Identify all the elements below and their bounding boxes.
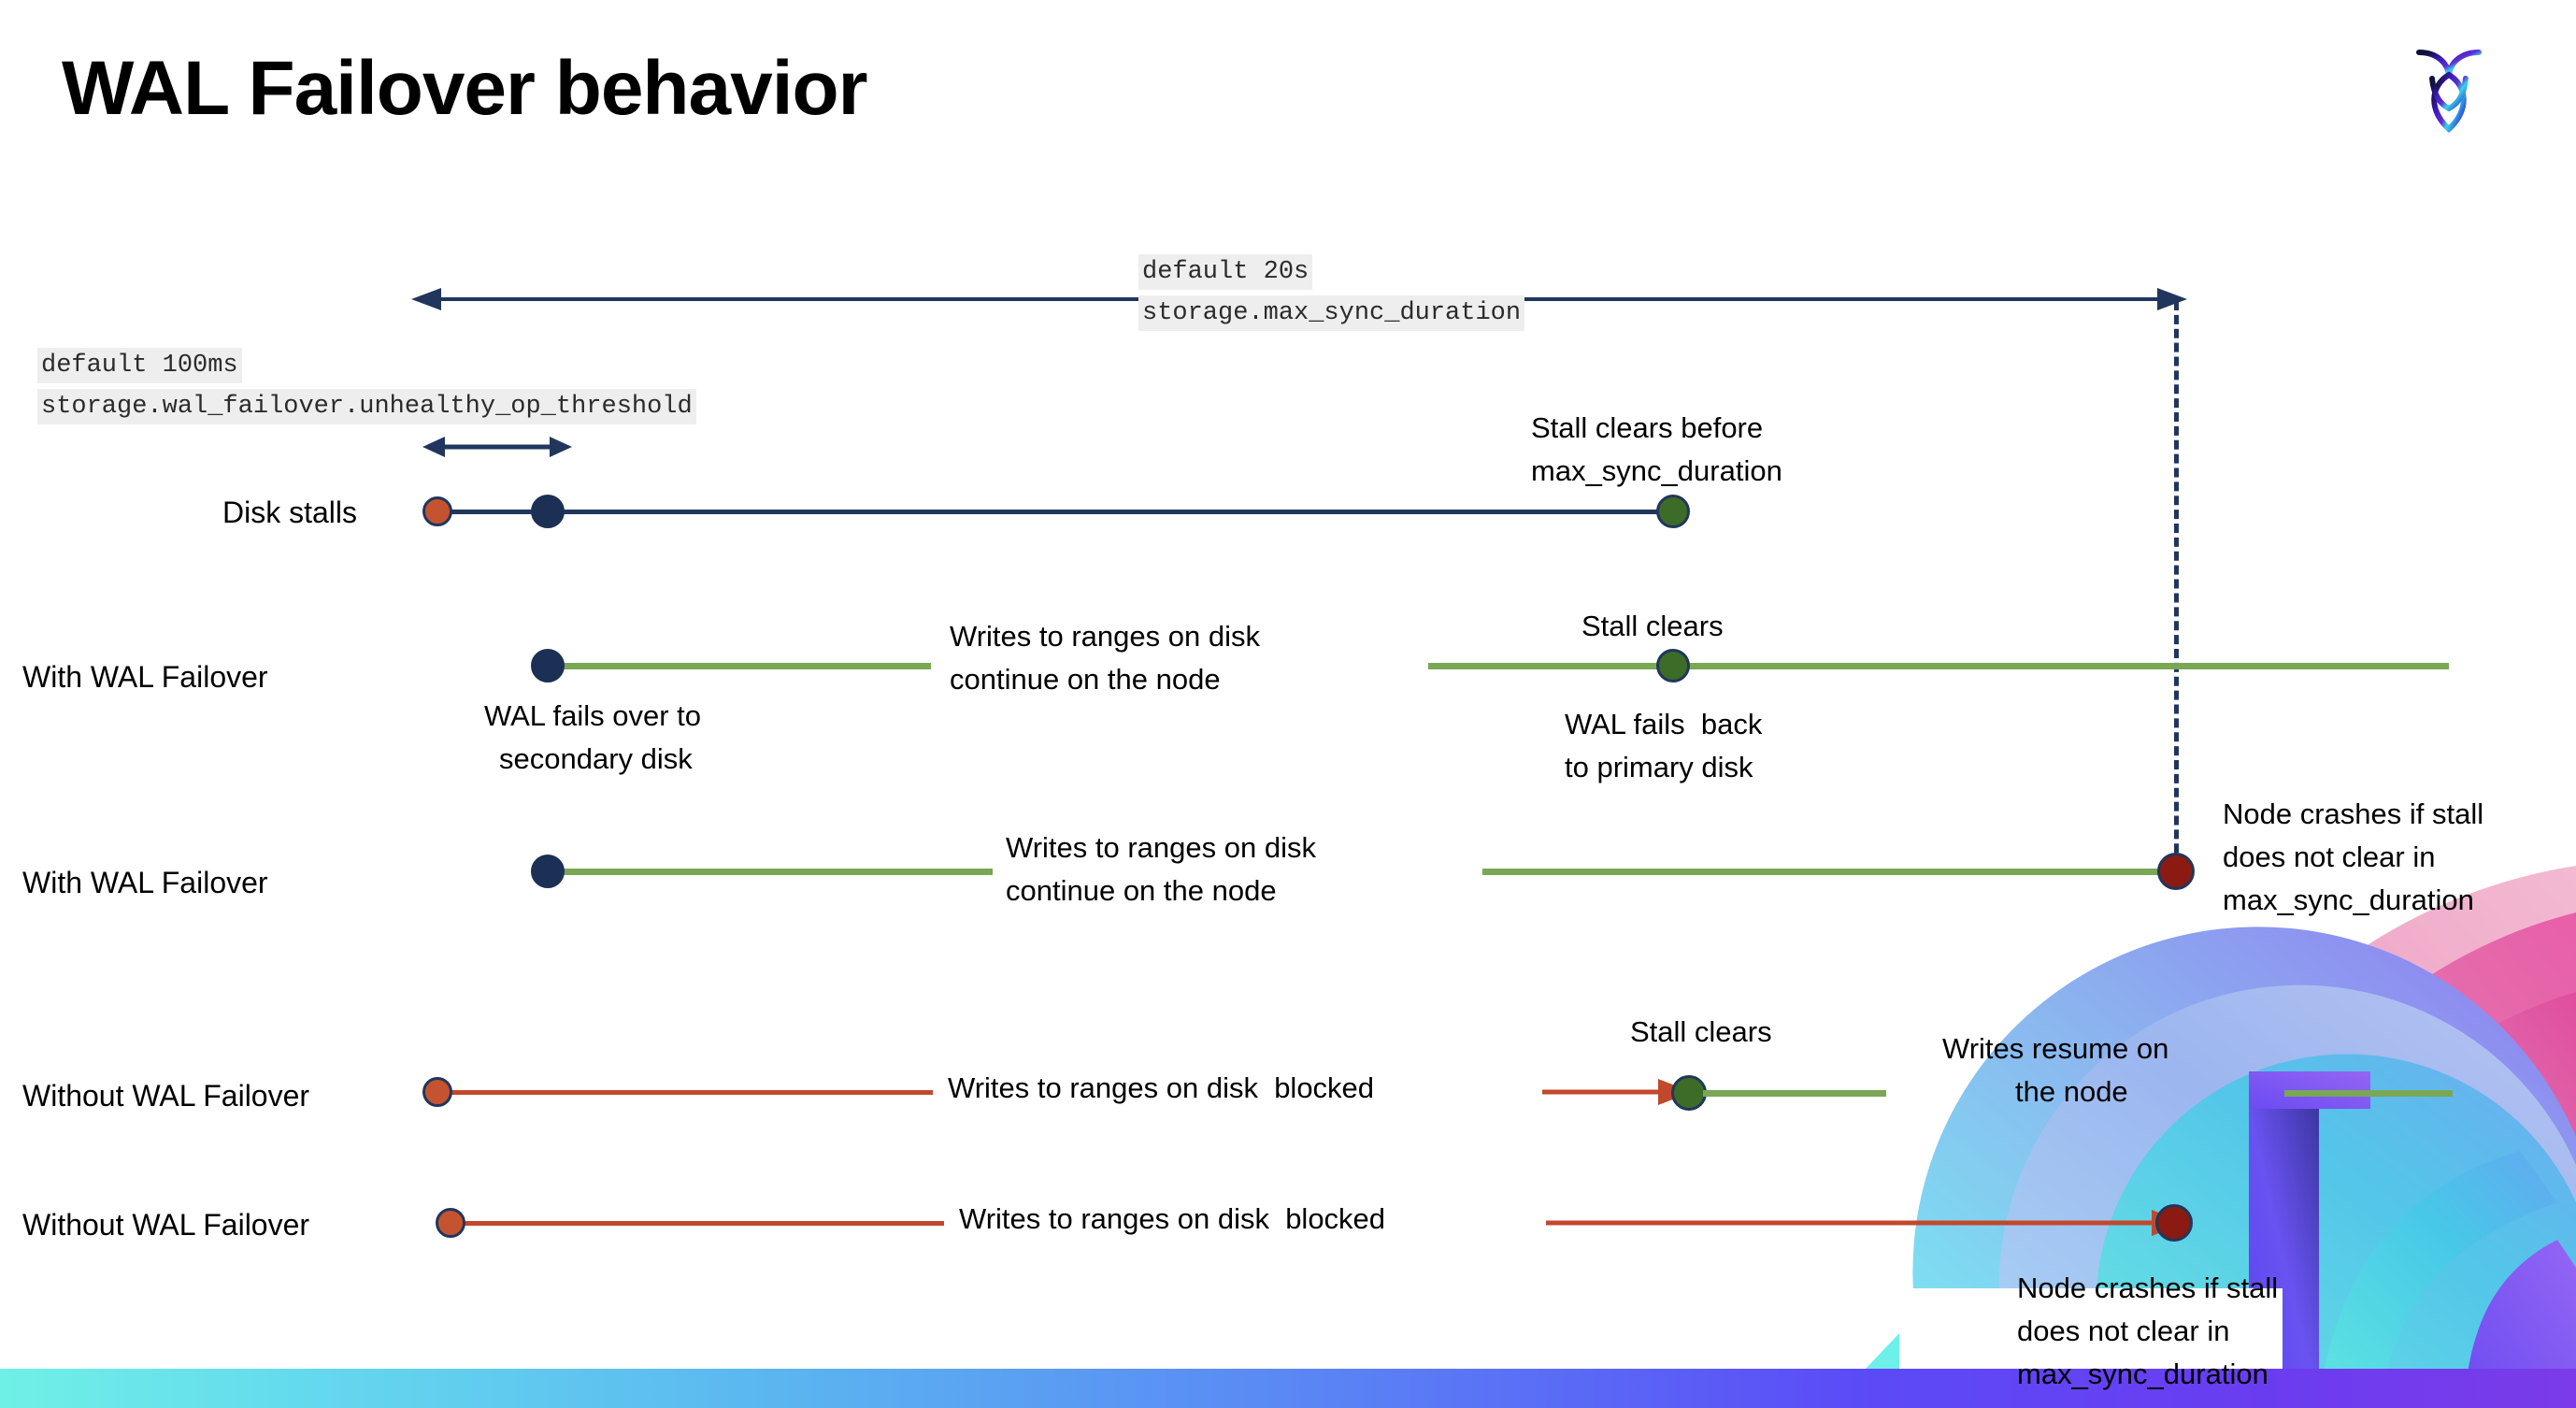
note-writes-resume-line1: Writes resume on	[1942, 1032, 2169, 1065]
with-wal-failover-1-clear-dot	[1656, 649, 1690, 682]
note-node-crashes-2-line2: does not clear in	[2017, 1315, 2230, 1347]
row-label-with-wal-failover-1: With WAL Failover	[22, 660, 268, 694]
with-wal-failover-1-timeline-left	[550, 663, 931, 669]
note-node-crashes-2-line3: max_sync_duration	[2017, 1358, 2268, 1390]
without-wal-failover-1-blocked-arrow	[1542, 1079, 1692, 1105]
without-wal-failover-1-resume-line	[1703, 1090, 1886, 1097]
note-writes-continue-2-line2: continue on the node	[1006, 874, 1277, 907]
note-writes-continue-2-line1: Writes to ranges on disk	[1006, 831, 1316, 864]
cockroachdb-logo-icon	[2393, 28, 2505, 140]
note-wal-fails-back-line2: to primary disk	[1565, 751, 1753, 783]
note-writes-blocked-2: Writes to ranges on disk blocked	[959, 1202, 1386, 1235]
row-label-without-wal-failover-2: Without WAL Failover	[22, 1208, 310, 1242]
disk-stalls-clear-dot	[1656, 495, 1690, 528]
note-writes-continue-1-line1: Writes to ranges on disk	[950, 620, 1260, 653]
with-wal-failover-2-crash-dot	[2157, 853, 2195, 890]
disk-stalls-start-dot	[422, 496, 452, 526]
without-wal-failover-1-clear-dot	[1671, 1075, 1707, 1111]
note-stall-clears-before-line1: Stall clears before	[1531, 411, 1764, 444]
page-title: WAL Failover behavior	[62, 46, 868, 131]
without-wal-failover-2-crash-dot	[2155, 1204, 2193, 1242]
with-wal-failover-1-start-dot	[531, 649, 565, 682]
note-node-crashes-1-line3: max_sync_duration	[2223, 884, 2474, 916]
row-label-with-wal-failover-2: With WAL Failover	[22, 866, 268, 899]
note-wal-fails-over-line1: WAL fails over to	[484, 699, 702, 732]
note-node-crashes-1-line1: Node crashes if stall	[2223, 797, 2484, 830]
with-wal-failover-2-timeline-left	[550, 869, 993, 875]
unhealthy-op-threshold-span-arrow	[422, 437, 572, 457]
note-writes-continue-1-line2: continue on the node	[950, 663, 1221, 696]
max-sync-duration-deadline-line	[2174, 301, 2179, 881]
wal-failover-trigger-dot	[531, 495, 565, 528]
max-sync-duration-setting: storage.max_sync_duration	[1138, 295, 1525, 332]
unhealthy-op-threshold-setting: storage.wal_failover.unhealthy_op_thresh…	[37, 389, 696, 425]
note-node-crashes-1-line2: does not clear in	[2223, 840, 2436, 873]
unhealthy-op-threshold-default: default 100ms	[37, 348, 242, 384]
max-sync-duration-default: default 20s	[1138, 254, 1313, 291]
row-label-disk-stalls: Disk stalls	[222, 496, 358, 529]
without-wal-failover-2-start-dot	[436, 1208, 465, 1238]
note-stall-clears-row2: Stall clears	[1581, 610, 1724, 642]
disk-stalls-timeline	[436, 510, 1675, 514]
note-writes-resume-line2: the node	[2015, 1075, 2128, 1108]
note-node-crashes-2-line1: Node crashes if stall	[2017, 1272, 2279, 1304]
note-wal-fails-back-line1: WAL fails back	[1565, 708, 1763, 740]
note-stall-clears-row4: Stall clears	[1630, 1015, 1772, 1048]
without-wal-failover-2-blocked-left	[458, 1221, 944, 1226]
note-stall-clears-before-line2: max_sync_duration	[1531, 454, 1782, 487]
without-wal-failover-1-start-dot	[422, 1077, 452, 1107]
with-wal-failover-1-timeline-right	[1428, 663, 2449, 669]
without-wal-failover-2-blocked-arrow	[1546, 1210, 2185, 1236]
without-wal-failover-1-resume-line-2	[2284, 1090, 2453, 1097]
row-label-without-wal-failover-1: Without WAL Failover	[22, 1079, 310, 1113]
note-writes-blocked-1: Writes to ranges on disk blocked	[948, 1071, 1375, 1104]
note-wal-fails-over-line2: secondary disk	[499, 742, 693, 775]
with-wal-failover-2-start-dot	[531, 855, 565, 888]
with-wal-failover-2-timeline-right	[1482, 869, 2176, 875]
without-wal-failover-1-blocked-left	[447, 1090, 933, 1095]
